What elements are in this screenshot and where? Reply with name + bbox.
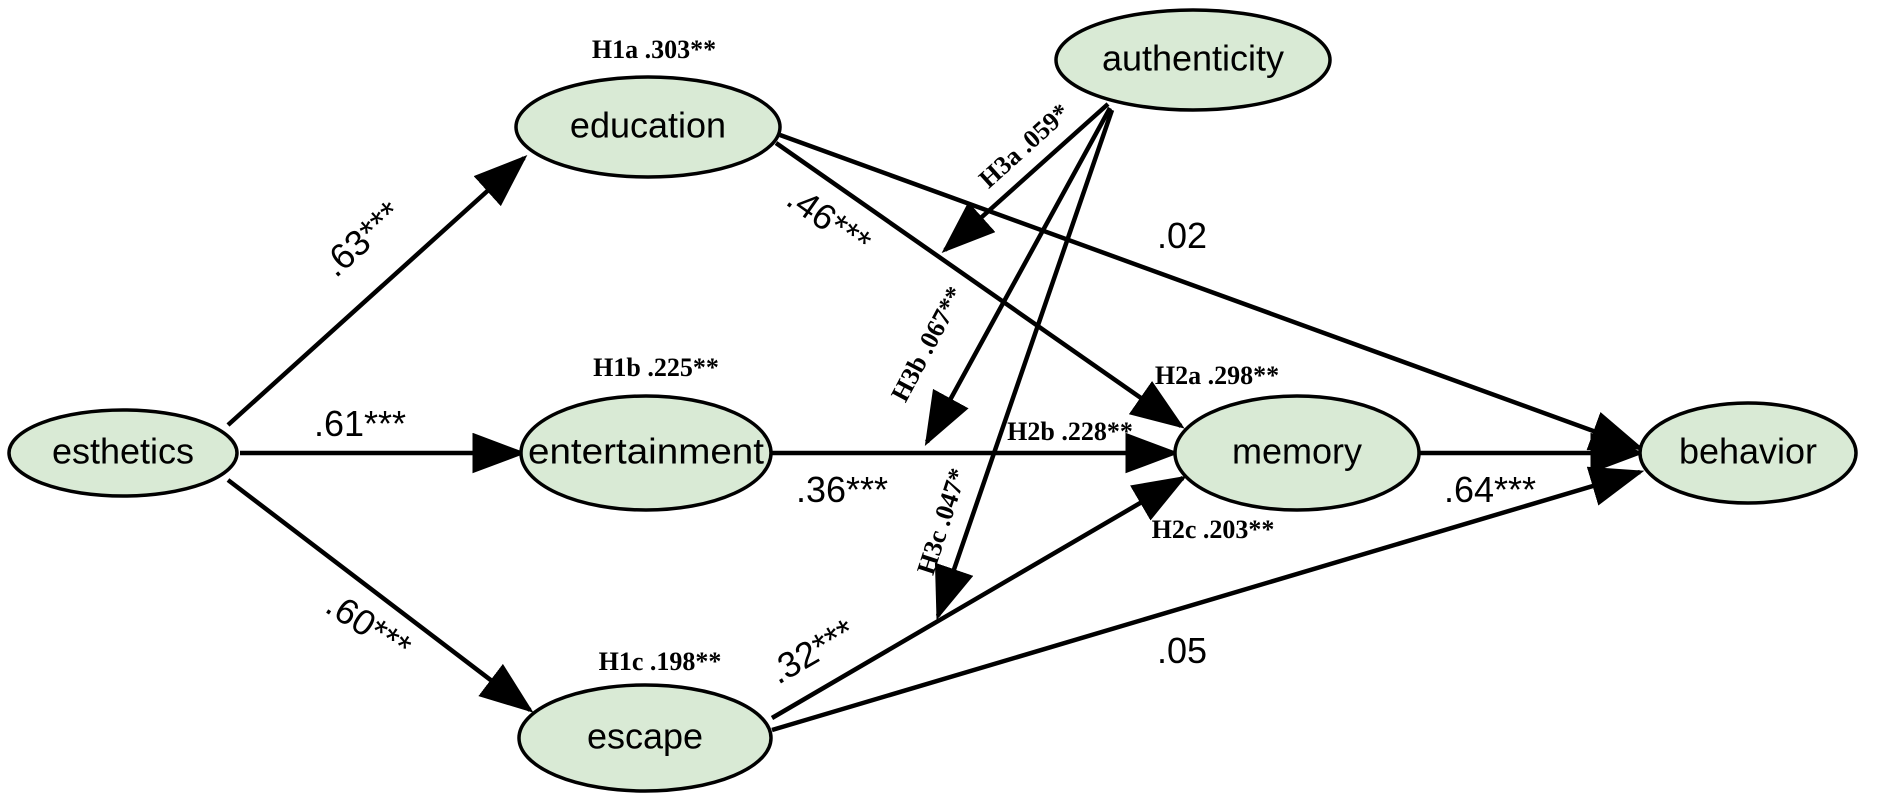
hyp-h2a: H2a .298** [1155, 361, 1279, 390]
coef-esthetics-escape: .60*** [319, 583, 419, 668]
coef-education-behavior: .02 [1157, 215, 1207, 256]
node-behavior-shape [1638, 401, 1858, 505]
edge-escape-behavior [771, 466, 1645, 733]
coef-esthetics-education: .63*** [314, 193, 410, 285]
node-behavior-label: behavior [1679, 431, 1817, 472]
node-behavior: behavior [1638, 401, 1858, 505]
edge-education-behavior [779, 132, 1645, 451]
node-education-label: education [570, 105, 726, 146]
node-education-shape [514, 75, 782, 179]
coef-escape-memory: .32*** [762, 610, 862, 692]
node-esthetics-label: esthetics [52, 431, 194, 472]
coef-entertainment-memory: .36*** [796, 469, 888, 510]
node-memory-shape [1173, 394, 1421, 512]
node-authenticity-label: authenticity [1102, 38, 1284, 79]
hyp-h3c: H3c .047* [911, 465, 973, 578]
node-escape: escape [517, 683, 773, 793]
edge-authenticity-h3c [934, 109, 1115, 621]
node-memory-label: memory [1232, 431, 1362, 472]
coef-education-memory: .46*** [780, 177, 879, 263]
edge-authenticity-h3a [941, 102, 1110, 254]
node-escape-shape [517, 683, 773, 793]
hyp-h2b: H2b .228** [1007, 417, 1133, 446]
node-authenticity-shape [1054, 8, 1332, 112]
node-memory: memory [1173, 394, 1421, 512]
node-escape-label: escape [587, 716, 703, 757]
node-authenticity: authenticity [1054, 8, 1332, 112]
node-education: education [514, 75, 782, 179]
hyp-h2c: H2c .203** [1152, 515, 1275, 544]
node-esthetics-shape [7, 408, 239, 498]
edge-esthetics-escape [226, 478, 534, 713]
node-esthetics: esthetics [7, 408, 239, 498]
hyp-h1a: H1a .303** [592, 35, 716, 64]
coef-memory-behavior: .64*** [1444, 469, 1536, 510]
node-entertainment-label: entertainment [528, 431, 764, 472]
hyp-h1b: H1b .225** [593, 353, 719, 382]
coef-escape-behavior: .05 [1157, 630, 1207, 671]
hyp-h1c: H1c .198** [599, 647, 722, 676]
edge-education-memory [774, 141, 1185, 429]
edge-authenticity-h3b [924, 106, 1112, 446]
edge-escape-memory [770, 475, 1187, 720]
edge-esthetics-education [226, 154, 528, 427]
node-entertainment-shape [519, 394, 773, 512]
coef-esthetics-entertainment: .61*** [314, 403, 406, 444]
node-entertainment: entertainment [519, 394, 773, 512]
